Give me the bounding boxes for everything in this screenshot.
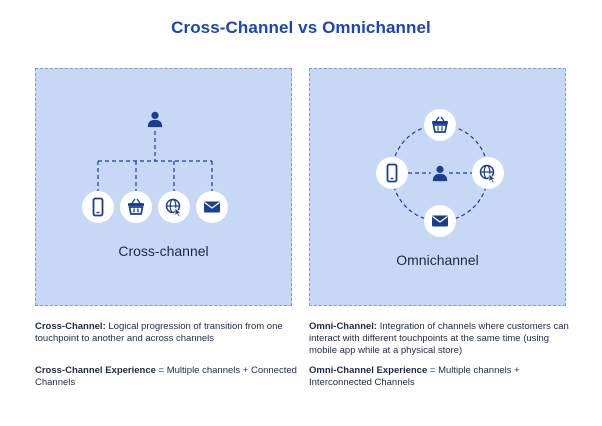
cross-channel-diagram bbox=[82, 111, 228, 223]
page-title: Cross-Channel vs Omnichannel bbox=[171, 18, 431, 37]
omni-channel-experience-definition: Omni-Channel Experience = Multiple chann… bbox=[309, 365, 579, 389]
cross-channel-experience-definition: Cross-Channel Experience = Multiple chan… bbox=[35, 365, 300, 389]
web-globe-cursor-icon bbox=[472, 157, 504, 189]
cross-channel-term: Cross-Channel: bbox=[35, 321, 106, 332]
mobile-phone-icon bbox=[376, 157, 408, 189]
cross-channel-text: Logical progression of transition from o… bbox=[35, 321, 283, 344]
email-envelope-icon bbox=[424, 205, 456, 237]
cross-channel-experience-text: = Multiple channels + Connected Channels bbox=[35, 365, 297, 388]
omnichannel-panel: Omnichannel bbox=[309, 68, 566, 306]
omni-channel-definition: Omni-Channel: Integration of channels wh… bbox=[309, 321, 579, 357]
user-icon bbox=[147, 111, 163, 128]
mobile-phone-icon bbox=[82, 191, 114, 223]
user-icon bbox=[432, 165, 448, 182]
shopping-basket-icon bbox=[120, 191, 152, 223]
omni-channel-term: Omni-Channel: bbox=[309, 321, 378, 332]
web-globe-cursor-icon bbox=[158, 191, 190, 223]
cross-channel-panel: Cross-channel bbox=[35, 68, 292, 306]
cross-channel-connectors bbox=[97, 131, 213, 191]
cross-channel-definition: Cross-Channel: Logical progression of tr… bbox=[35, 321, 300, 345]
email-envelope-icon bbox=[196, 191, 228, 223]
omnichannel-label: Omnichannel bbox=[396, 252, 479, 268]
omni-channel-experience-text: = Multiple channels + Interconnected Cha… bbox=[309, 365, 520, 388]
omni-channel-text: Integration of channels where customers … bbox=[309, 321, 569, 356]
shopping-basket-icon bbox=[424, 109, 456, 141]
omni-channel-experience-term: Omni-Channel Experience bbox=[309, 365, 428, 376]
omnichannel-diagram bbox=[376, 109, 504, 237]
cross-channel-experience-term: Cross-Channel Experience bbox=[35, 365, 156, 376]
cross-channel-label: Cross-channel bbox=[118, 243, 209, 259]
